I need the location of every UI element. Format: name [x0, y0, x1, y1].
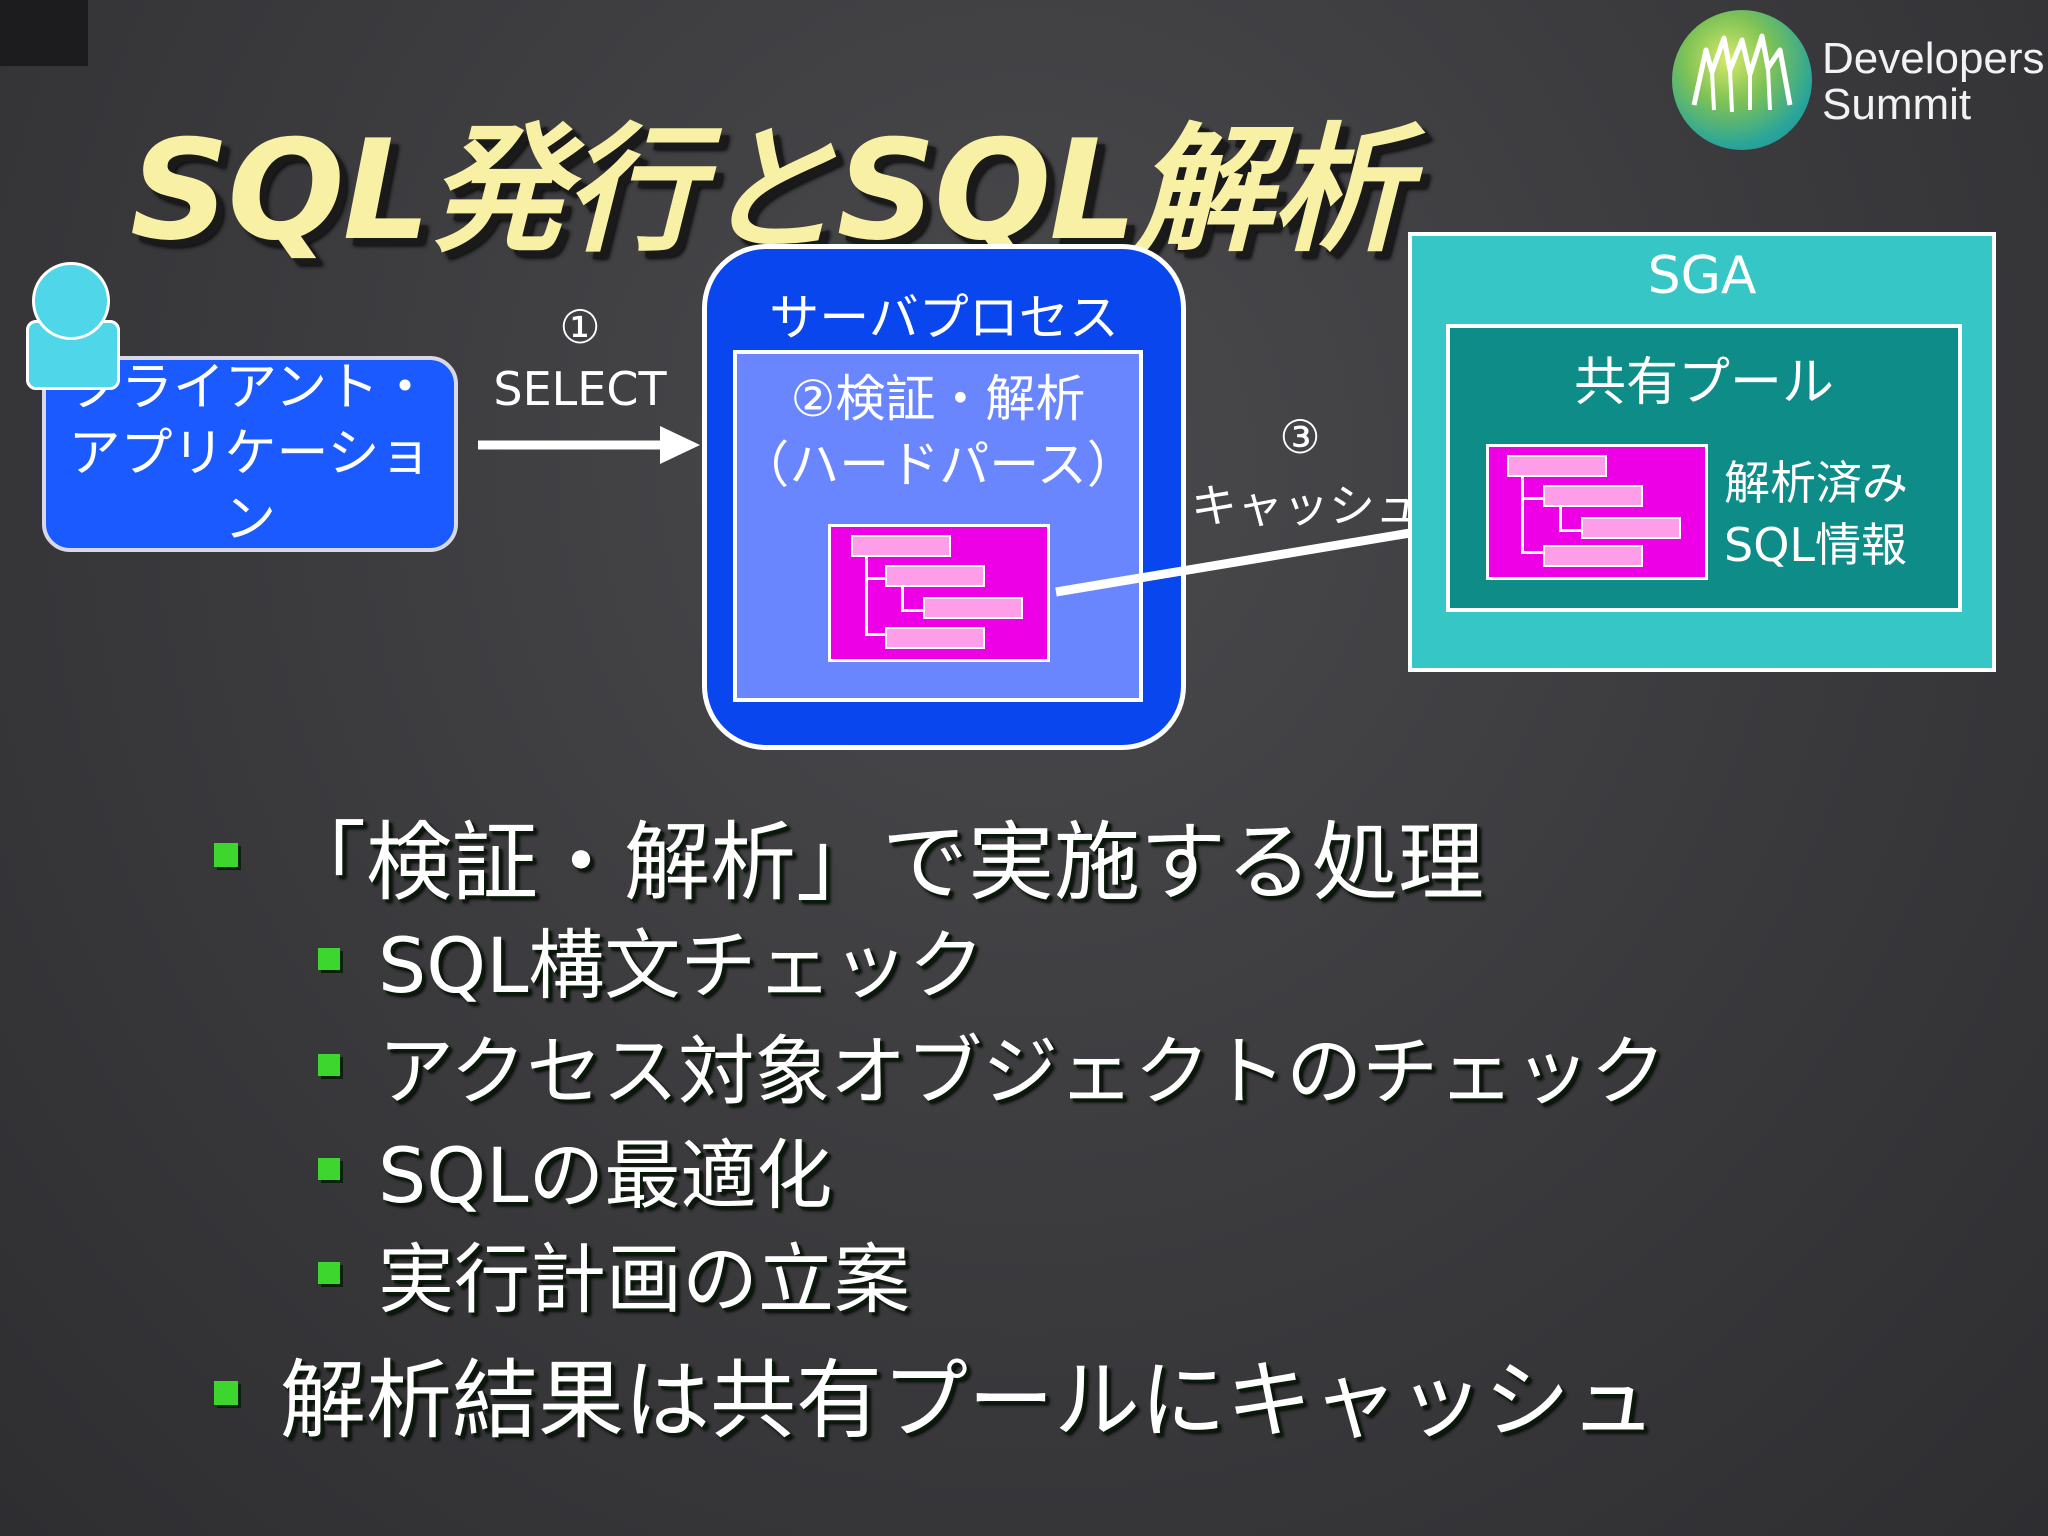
sub-bullet-3-text: SQLの最適化 [378, 1131, 833, 1220]
client-label-line-1: クライアント・ [69, 358, 431, 418]
bullet-item-1-text: 「検証・解析」で実施する処理 [280, 813, 1484, 913]
bullet-square-icon [318, 948, 340, 970]
shared-pool-title: 共有プール [1573, 353, 1834, 413]
logo-line-2: Summit [1822, 80, 1972, 129]
bullet-item-2-text: 解析結果は共有プールにキャッシュ [280, 1351, 1656, 1451]
sga-title: SGA [1647, 246, 1757, 306]
user-head-icon [32, 262, 110, 340]
sub-bullet-2: アクセス対象オブジェクトのチェック [318, 1010, 1666, 1120]
parsed-line-1: 解析済み [1724, 456, 1908, 510]
step-1-number: ① [559, 300, 601, 354]
verify-parse-line-2: （ハードパース） [739, 436, 1137, 494]
sub-bullet-2-text: アクセス対象オブジェクトのチェック [378, 1027, 1667, 1116]
parsed-line-2: SQL情報 [1724, 518, 1908, 572]
bullet-square-icon [214, 842, 238, 867]
corner-mark [0, 0, 88, 66]
client-label-line-2: アプリケーション [68, 424, 432, 550]
sql-tree-icon [828, 524, 1050, 662]
bullet-item-2: 解析結果は共有プールにキャッシュ [214, 1330, 1656, 1455]
bullet-square-icon [318, 1158, 340, 1180]
logo-line-1: Developers [1822, 34, 2045, 83]
server-process-title: サーバプロセス [769, 289, 1119, 347]
bullet-square-icon [318, 1054, 340, 1076]
verify-parse-line-1: ②検証・解析 [790, 370, 1086, 428]
sub-bullet-3: SQLの最適化 [318, 1114, 832, 1224]
sub-bullet-1: SQL構文チェック [318, 904, 984, 1014]
select-arrow [478, 426, 700, 464]
verify-parse-label: ②検証・解析 （ハードパース） [733, 366, 1143, 498]
step-3-number: ③ [1279, 410, 1321, 464]
step-1-label: SELECT [493, 362, 667, 416]
parsed-sql-info-label: 解析済み SQL情報 [1724, 452, 1908, 576]
cached-sql-tree-icon [1486, 444, 1708, 580]
step-3-label: キャッシュ [1191, 479, 1421, 533]
developers-summit-logo-icon [1672, 10, 1812, 150]
bullet-square-icon [318, 1262, 340, 1284]
bullet-item-1: 「検証・解析」で実施する処理 [214, 792, 1484, 917]
sub-bullet-4: 実行計画の立案 [318, 1218, 910, 1328]
sub-bullet-1-text: SQL構文チェック [378, 921, 985, 1010]
logo-text: Developers Summit [1822, 36, 2045, 128]
bullet-square-icon [214, 1380, 238, 1405]
sub-bullet-4-text: 実行計画の立案 [378, 1235, 910, 1324]
